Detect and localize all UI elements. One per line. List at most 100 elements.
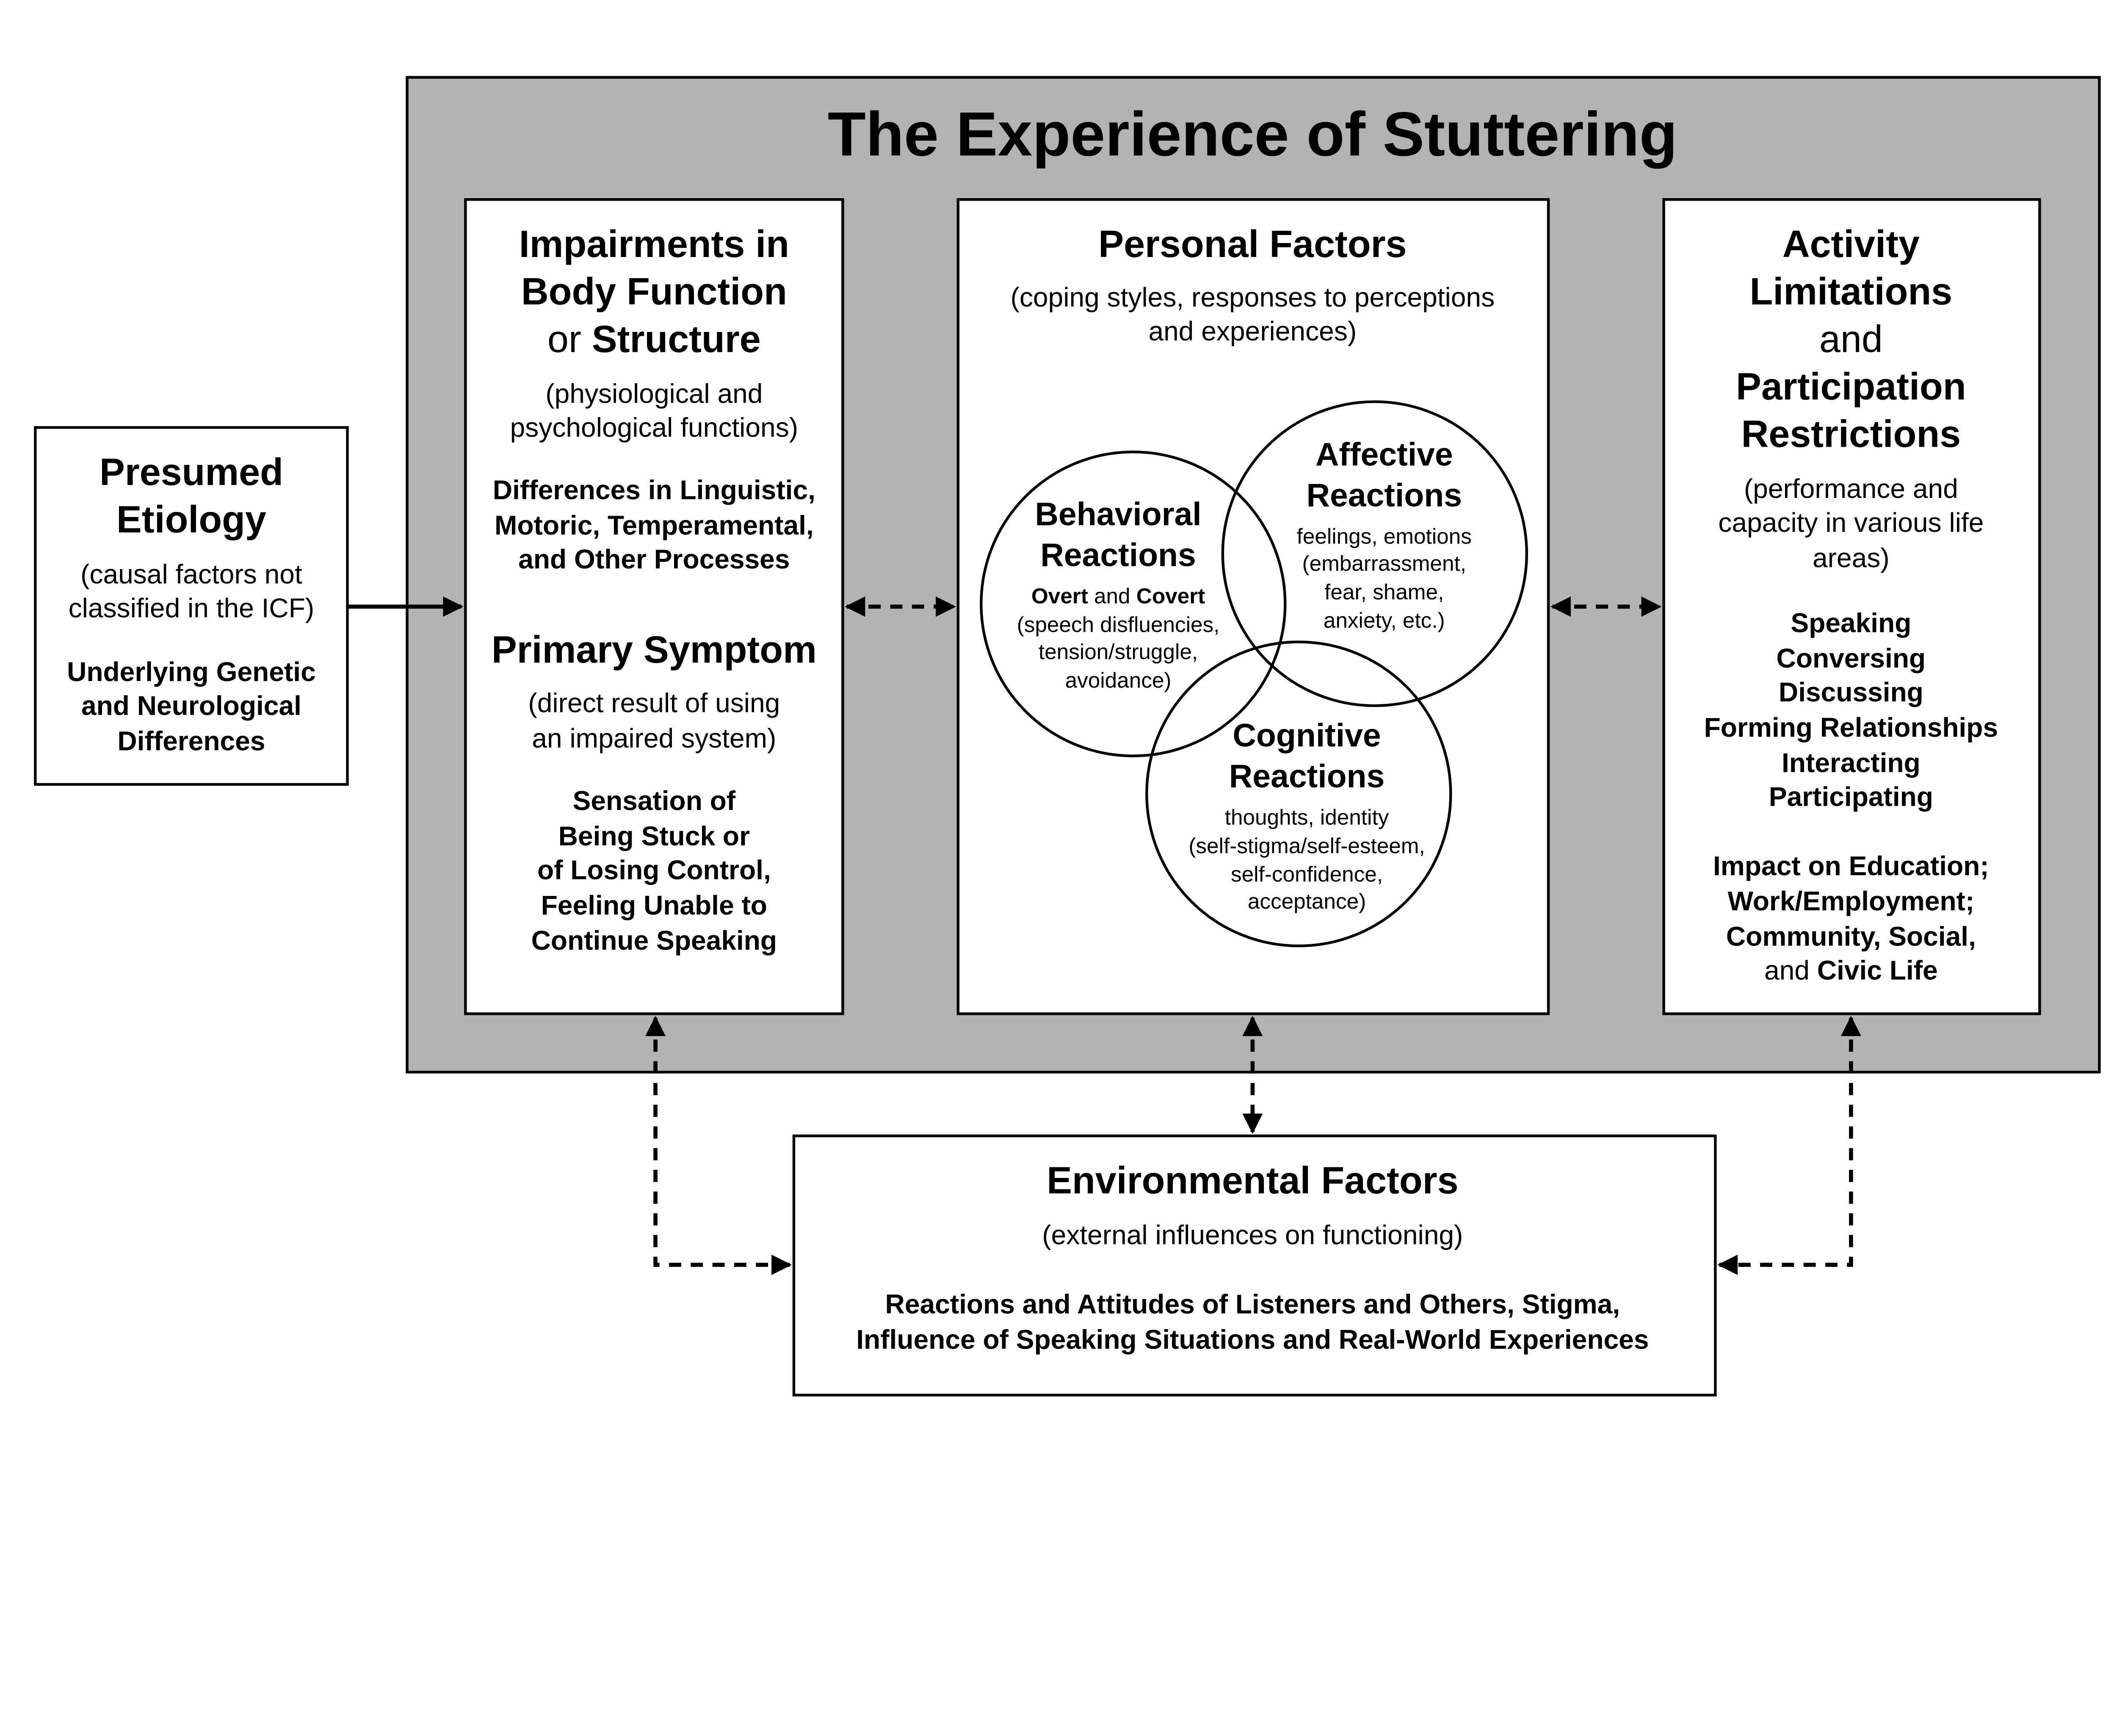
behavioral-text-line: Reactions (1040, 537, 1196, 573)
behavioral-text-line: avoidance) (1065, 668, 1172, 692)
activity-text-line: Work/Employment; (1727, 886, 1974, 916)
impairments-text-segment: (direct result of using (528, 688, 780, 718)
behavioral-text-segment: tension/struggle, (1039, 639, 1198, 663)
impairments-text-line: of Losing Control, (537, 854, 771, 885)
affective-text-line: fear, shame, (1324, 580, 1444, 604)
impairments-text-line: Continue Speaking (531, 925, 777, 956)
activity-text-line: Activity (1783, 223, 1920, 265)
activity-text-line: and Civic Life (1764, 955, 1938, 986)
personal-text-segment: Personal Factors (1098, 223, 1407, 265)
cognitive-text-line: Reactions (1229, 758, 1385, 794)
impairments-text-segment: Primary Symptom (492, 629, 817, 671)
environmental-text-segment: (external influences on functioning) (1042, 1220, 1463, 1250)
activity-text-segment: Limitations (1749, 271, 1952, 313)
impairments-text-segment: Impairments in (519, 223, 789, 265)
activity-text-segment: and (1819, 318, 1883, 360)
affective-text-line: Affective (1316, 437, 1453, 473)
cognitive-reactions-circle (1145, 640, 1452, 948)
etiology-text-segment: Presumed (99, 451, 283, 493)
impairments-text-line: Differences in Linguistic, (493, 475, 815, 505)
activity-text-segment: Work/Employment; (1727, 886, 1974, 916)
impairments-text-segment: and Other Processes (518, 544, 790, 575)
etiology-text-line: Differences (117, 726, 265, 756)
affective-text-line: feelings, emotions (1297, 524, 1472, 548)
cognitive-text-segment: acceptance) (1248, 889, 1366, 913)
environmental-text-line: Environmental Factors (1047, 1159, 1458, 1202)
activity-text-line: Forming Relationships (1704, 712, 1998, 743)
activity-text-segment: Discussing (1779, 677, 1924, 708)
impairments-text-line: (physiological and (545, 378, 763, 409)
impairments-text-segment: (physiological and (545, 378, 763, 409)
etiology-text-segment: classified in the ICF) (69, 593, 315, 623)
impairments-text-line: Being Stuck or (558, 821, 750, 851)
environmental-text-line: Influence of Speaking Situations and Rea… (856, 1324, 1649, 1355)
impairments-text-line: Primary Symptom (492, 629, 817, 671)
personal-text-segment: and experiences) (1148, 316, 1357, 346)
impairments-text-line: or Structure (547, 318, 761, 360)
impairments-text-line: Impairments in (519, 223, 789, 265)
cognitive-text-segment: thoughts, identity (1225, 805, 1389, 829)
environmental-text-line: (external influences on functioning) (1042, 1220, 1463, 1250)
environmental-text-line: Reactions and Attitudes of Listeners and… (885, 1289, 1620, 1319)
cognitive-text-segment: self-confidence, (1231, 862, 1383, 886)
affective-text-segment: Reactions (1306, 477, 1462, 514)
affective-text-segment: (embarrassment, (1302, 551, 1466, 575)
behavioral-text-line: Overt and Covert (1031, 584, 1205, 608)
etiology-text-segment: Etiology (116, 499, 266, 541)
impairments-text-segment: Differences in Linguistic, (493, 475, 815, 505)
activity-environmental-arrow (1717, 1016, 1861, 1275)
environmental-text-segment: Environmental Factors (1047, 1159, 1458, 1202)
activity-text-line: Limitations (1749, 271, 1952, 313)
activity-text-segment: Activity (1783, 223, 1920, 265)
behavioral-text-segment: avoidance) (1065, 668, 1172, 692)
impairments-text-segment: Structure (592, 318, 761, 360)
personal-factors-box (956, 198, 1550, 1015)
impairments-text-line: (direct result of using (528, 688, 780, 718)
etiology-text-line: Underlying Genetic (67, 657, 316, 687)
activity-text-segment: Community, Social, (1726, 921, 1976, 952)
activity-text-line: (performance and (1744, 473, 1958, 504)
activity-text-segment: Forming Relationships (1704, 712, 1998, 743)
activity-text-line: Interacting (1782, 747, 1921, 778)
impairments-text-segment: Sensation of (573, 785, 736, 816)
behavioral-text-segment: Behavioral (1035, 496, 1201, 533)
impairments-text-segment: psychological functions) (510, 412, 798, 443)
environmental-text-segment: Influence of Speaking Situations and Rea… (856, 1324, 1649, 1355)
cognitive-text-line: acceptance) (1248, 889, 1366, 913)
etiology-text-line: (causal factors not (80, 559, 302, 589)
etiology-text-line: classified in the ICF) (69, 593, 315, 623)
behavioral-text-segment: Reactions (1040, 537, 1196, 573)
impairments-text-segment: or (547, 318, 592, 360)
etiology-text-line: Etiology (116, 499, 266, 541)
environmental-text-segment: Reactions and Attitudes of Listeners and… (885, 1289, 1620, 1319)
affective-text-segment: fear, shame, (1324, 580, 1444, 604)
activity-text-segment: (performance and (1744, 473, 1958, 504)
impairments-text-line: Sensation of (573, 785, 736, 816)
activity-text-segment: Speaking (1791, 608, 1911, 638)
impairments-text-segment: Body Function (521, 271, 787, 313)
activity-text-line: capacity in various life (1718, 507, 1984, 538)
impairments-environmental-arrow (645, 1016, 792, 1275)
behavioral-text-segment: (speech disfluencies, (1017, 612, 1220, 636)
behavioral-text-line: Behavioral (1035, 496, 1201, 533)
behavioral-text-segment: Covert (1136, 584, 1205, 608)
activity-text-line: Conversing (1776, 643, 1926, 673)
cognitive-text-line: (self-stigma/self-esteem, (1188, 833, 1425, 857)
environmental-factors-box (792, 1134, 1717, 1397)
activity-text-segment: Conversing (1776, 643, 1926, 673)
cognitive-text-segment: (self-stigma/self-esteem, (1188, 833, 1425, 857)
impairments-text-segment: Feeling Unable to (541, 890, 767, 921)
impairments-text-segment: Being Stuck or (558, 821, 750, 851)
cognitive-text-segment: Reactions (1229, 758, 1385, 794)
etiology-text-line: Presumed (99, 451, 283, 493)
behavioral-text-line: tension/struggle, (1039, 639, 1198, 663)
impairments-text-line: Feeling Unable to (541, 890, 767, 921)
affective-text-segment: Affective (1316, 437, 1453, 473)
personal-text-segment: (coping styles, responses to perceptions (1011, 282, 1495, 312)
impairments-text-line: and Other Processes (518, 544, 790, 575)
cognitive-text-line: self-confidence, (1231, 862, 1383, 886)
impairments-text-segment: an impaired system) (532, 723, 776, 754)
behavioral-reactions-circle (980, 451, 1287, 757)
activity-text-line: Community, Social, (1726, 921, 1976, 952)
